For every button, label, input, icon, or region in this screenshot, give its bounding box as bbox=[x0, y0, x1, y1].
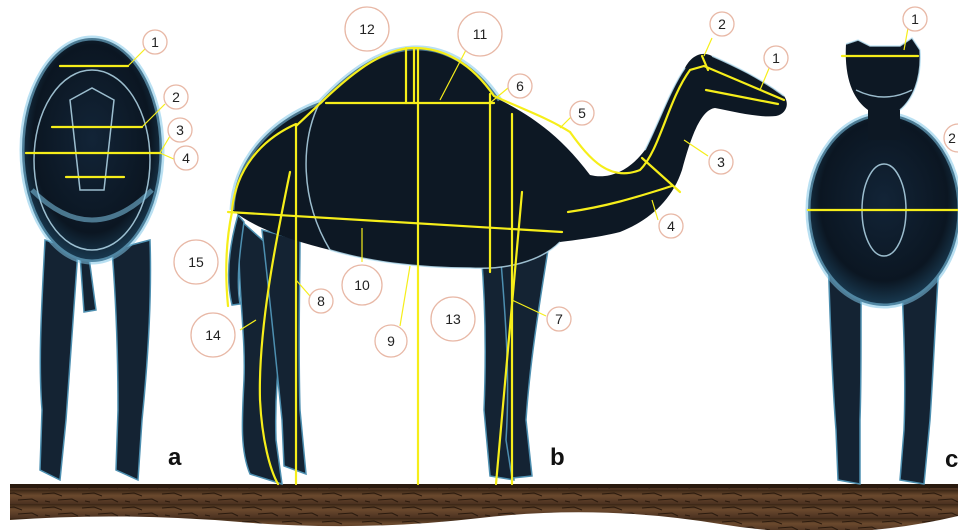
label-b-15: 15 bbox=[174, 240, 218, 284]
label-a-4: 4 bbox=[174, 146, 198, 170]
svg-text:2: 2 bbox=[718, 16, 726, 32]
svg-text:3: 3 bbox=[176, 122, 184, 138]
ground bbox=[10, 484, 958, 530]
label-b-1: 1 bbox=[764, 46, 788, 70]
camel-side-view bbox=[229, 48, 787, 484]
svg-text:14: 14 bbox=[205, 327, 221, 343]
svg-text:11: 11 bbox=[473, 26, 488, 42]
label-b-9: 9 bbox=[375, 325, 407, 357]
label-c-1: 1 bbox=[903, 7, 927, 31]
panel-letter-c: c bbox=[945, 446, 958, 473]
svg-text:6: 6 bbox=[516, 78, 524, 94]
label-b-10: 10 bbox=[342, 265, 382, 305]
svg-text:1: 1 bbox=[772, 50, 780, 66]
svg-text:1: 1 bbox=[911, 11, 919, 27]
label-b-8: 8 bbox=[309, 289, 333, 313]
label-c-2: 2 bbox=[944, 124, 958, 152]
label-a-3: 3 bbox=[168, 118, 192, 142]
panel-letter-a: a bbox=[168, 444, 182, 471]
label-b-14: 14 bbox=[191, 313, 235, 357]
svg-text:3: 3 bbox=[717, 154, 725, 170]
label-b-6: 6 bbox=[508, 74, 532, 98]
camel-rear-view bbox=[22, 38, 162, 480]
label-b-11: 11 bbox=[458, 12, 502, 56]
svg-text:4: 4 bbox=[667, 218, 675, 234]
svg-text:12: 12 bbox=[359, 21, 375, 37]
label-b-5: 5 bbox=[570, 101, 594, 125]
svg-text:15: 15 bbox=[188, 254, 204, 270]
svg-text:5: 5 bbox=[578, 105, 586, 121]
label-b-2: 2 bbox=[710, 12, 734, 36]
label-a-2: 2 bbox=[164, 85, 188, 109]
svg-text:9: 9 bbox=[387, 333, 395, 349]
label-b-13: 13 bbox=[431, 297, 475, 341]
svg-text:2: 2 bbox=[172, 89, 180, 105]
label-b-4: 4 bbox=[659, 214, 683, 238]
label-b-12: 12 bbox=[345, 7, 389, 51]
svg-text:13: 13 bbox=[445, 311, 461, 327]
svg-text:4: 4 bbox=[182, 150, 190, 166]
label-b-7: 7 bbox=[547, 307, 571, 331]
camel-front-view bbox=[808, 38, 958, 484]
label-b-3: 3 bbox=[709, 150, 733, 174]
panel-letter-b: b bbox=[550, 444, 565, 471]
label-a-1: 1 bbox=[143, 30, 167, 54]
svg-text:8: 8 bbox=[317, 293, 325, 309]
svg-text:2: 2 bbox=[948, 130, 956, 146]
svg-text:7: 7 bbox=[555, 311, 563, 327]
svg-text:1: 1 bbox=[151, 34, 159, 50]
svg-text:10: 10 bbox=[354, 277, 370, 293]
